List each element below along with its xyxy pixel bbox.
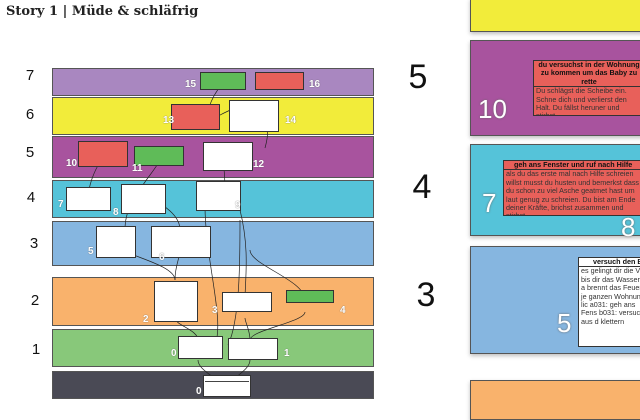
story-card-15[interactable] [200,72,246,90]
zoom-card-10-body: Du schlägst die Scheibe ein. Schne dich … [534,86,640,115]
node-number-12: 12 [253,159,265,170]
story-card-13[interactable] [171,104,220,130]
zoom-band-2 [470,380,640,420]
node-number-10: 10 [66,158,78,169]
zoom-level-4: 4 [412,168,432,206]
zoom-node-number-5: 5 [557,308,572,338]
row-label-2: 2 [30,292,40,309]
story-card-1[interactable] [228,338,278,360]
node-number-16: 16 [309,79,321,90]
node-number-0b: 0 [171,348,177,359]
row-label-7: 7 [25,67,35,84]
story-card-6[interactable] [151,226,211,258]
node-number-4: 4 [340,305,346,316]
zoom-band-6 [470,0,640,32]
zoom-node-number-10: 10 [478,94,507,124]
zoom-level-5: 5 [408,58,428,96]
story-card-11[interactable] [134,146,184,166]
row-label-6: 6 [25,106,35,123]
story-card-4[interactable] [286,290,334,303]
node-number-3: 3 [212,305,218,316]
story-card-12[interactable] [203,142,253,171]
zoom-node-number-8: 8 [621,212,636,242]
node-number-0: 0 [196,386,202,397]
page-title: Story 1 | Müde & schläfrig [6,4,199,19]
story-card-3[interactable] [222,292,272,312]
node-number-2: 2 [143,314,149,325]
zoom-card-7-title: geh ans Fenster und ruf nach Hilfe [514,160,633,169]
node-number-5: 5 [88,246,94,257]
node-number-14: 14 [285,115,297,126]
node-number-6: 6 [159,252,165,263]
node-number-9: 9 [235,200,241,211]
zoom-card-7-body: als du das erste mal nach Hilfe schreien… [504,169,640,215]
zoom-card-10[interactable]: du versuchst in der Wohnung zu kommen um… [533,60,640,116]
story-card-5[interactable] [96,226,136,258]
zoom-card-10-title: du versuchst in der Wohnung zu kommen um… [538,60,640,86]
node-number-1: 1 [284,348,290,359]
story-card-7[interactable] [66,187,111,211]
node-number-13: 13 [163,115,175,126]
zoom-node-number-7: 7 [482,188,497,218]
story-card-0b[interactable] [178,336,223,359]
row-label-5: 5 [25,144,35,161]
zoom-card-3-body: es gelingt dir die Vo bis dir das Wasser… [581,266,640,326]
story-card-10[interactable] [78,141,128,167]
zoom-level-3: 3 [416,276,436,314]
story-card-0[interactable] [203,375,251,397]
story-card-9[interactable] [196,181,241,211]
row-label-3: 3 [29,235,39,252]
node-number-7: 7 [58,199,64,210]
row-label-4: 4 [26,189,36,206]
node-number-15: 15 [185,79,197,90]
story-card-14[interactable] [229,100,279,132]
zoom-card-3[interactable]: versuch den B es gelingt dir die Vo bis … [578,257,640,347]
story-card-16[interactable] [255,72,304,90]
node-number-8: 8 [113,207,119,218]
row-label-1: 1 [31,341,41,358]
story-card-8[interactable] [121,184,166,214]
story-card-2[interactable] [154,281,198,322]
zoom-card-3-title: versuch den B [579,258,640,268]
node-number-11: 11 [132,163,143,174]
zoom-card-7[interactable]: geh ans Fenster und ruf nach Hilfe als d… [503,160,640,216]
